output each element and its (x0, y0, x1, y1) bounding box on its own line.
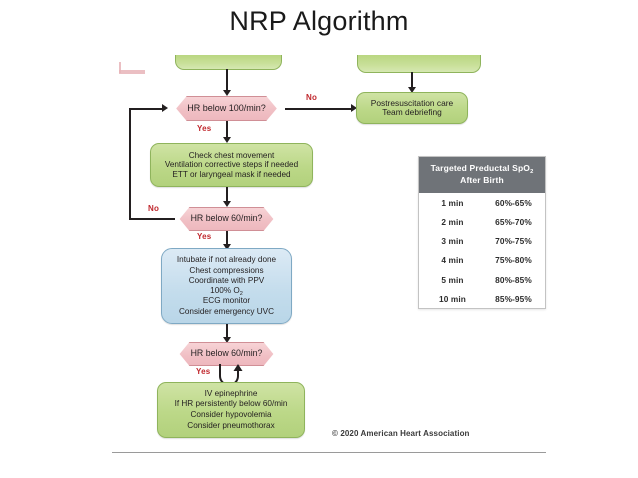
clipped-node-top-left (175, 55, 282, 70)
node-intubate-compressions[interactable]: Intubate if not already done Chest compr… (161, 248, 292, 324)
intubate-line-6: Consider emergency UVC (178, 306, 275, 316)
spo2-header-line-1: Targeted Preductal SpO (430, 163, 531, 173)
clipped-pink-fragment-horizontal (119, 70, 145, 74)
connector-chest-to-hr60-first (226, 187, 228, 202)
spo2-time-4: 4 min (441, 255, 464, 266)
clipped-node-top-right (357, 55, 481, 73)
epinephrine-line-2: If HR persistently below 60/min (174, 399, 288, 409)
epinephrine-line-1: IV epinephrine (204, 388, 258, 398)
edge-label-hr60-first-yes: Yes (197, 232, 212, 241)
connector-hr60-first-no-vertical (129, 107, 131, 220)
spo2-range-5: 80%-85% (495, 274, 532, 285)
spo2-time-5: 5 min (441, 274, 464, 285)
intubate-line-5: ECG monitor (202, 296, 251, 306)
edge-label-hr100-no: No (306, 93, 318, 102)
arrow-intubate-to-hr60-second (222, 337, 231, 343)
intubate-line-3: Coordinate with PPV (188, 275, 265, 285)
connector-hr60-first-yes (226, 231, 228, 245)
node-iv-epinephrine[interactable]: IV epinephrine If HR persistently below … (157, 382, 305, 438)
intubate-line-1: Intubate if not already done (176, 255, 277, 265)
connector-hr100-no (285, 107, 352, 110)
connector-hr100-yes (226, 121, 228, 138)
table-row: 1 min 60%-65% (419, 193, 545, 212)
table-row: 10 min 85%-95% (419, 289, 545, 308)
clipped-pink-fragment-vertical (119, 62, 121, 73)
connector-hr60-first-no-return (129, 107, 163, 110)
postresuscitation-line-1: Postresuscitation care (370, 97, 454, 108)
decision-hr-below-60-second-label: HR below 60/min? (190, 348, 263, 359)
edge-label-hr60-second-yes: Yes (196, 367, 211, 376)
decision-hr-below-60-first-label: HR below 60/min? (190, 213, 263, 224)
edge-label-hr100-yes: Yes (197, 124, 212, 133)
arrow-hr60-first-no-return (162, 103, 168, 112)
intubate-line-2: Chest compressions (189, 265, 264, 275)
decision-hr-below-100-label: HR below 100/min? (187, 103, 266, 114)
connector-topright-to-postresus (411, 72, 413, 88)
decision-hr-below-60-second[interactable]: HR below 60/min? (179, 342, 274, 366)
spo2-header-subscript: 2 (530, 168, 534, 175)
spo2-time-3: 3 min (441, 236, 464, 247)
decision-hr-below-60-first[interactable]: HR below 60/min? (179, 207, 274, 231)
page-title: NRP Algorithm (229, 6, 409, 36)
table-row: 4 min 75%-80% (419, 251, 545, 270)
table-row: 2 min 65%-70% (419, 212, 545, 231)
spo2-time-1: 1 min (441, 197, 464, 208)
connector-hr60-first-no-horizontal (129, 218, 175, 220)
table-row: 5 min 80%-85% (419, 270, 545, 289)
spo2-rows: 1 min 60%-65% 2 min 65%-70% 3 min 70%-75… (419, 193, 545, 308)
copyright-notice: © 2020 American Heart Association (332, 429, 470, 438)
spo2-range-3: 70%-75% (495, 236, 532, 247)
spo2-target-table: Targeted Preductal SpO2 After Birth 1 mi… (418, 156, 546, 310)
connector-topleft-to-hr100 (226, 69, 228, 91)
epinephrine-line-4: Consider pneumothorax (187, 420, 275, 430)
intubate-oxygen-subscript: 2 (239, 290, 243, 297)
intubate-oxygen-prefix: 100% O (210, 286, 240, 295)
arrow-hr100-no (351, 103, 357, 112)
arrow-topright-to-postresus (407, 87, 416, 93)
spo2-time-2: 2 min (441, 217, 464, 228)
arrow-topleft-to-hr100 (222, 90, 231, 96)
table-row: 3 min 70%-75% (419, 232, 545, 251)
check-chest-line-2: Ventilation corrective steps if needed (164, 160, 299, 170)
arrow-chest-to-hr60-first (222, 201, 231, 207)
edge-label-hr60-first-no: No (148, 204, 160, 213)
check-chest-line-1: Check chest movement (188, 151, 275, 161)
epinephrine-line-3: Consider hypovolemia (190, 410, 272, 419)
spo2-range-6: 85%-95% (495, 293, 532, 304)
spo2-range-4: 75%-80% (495, 255, 532, 266)
node-check-chest-movement[interactable]: Check chest movement Ventilation correct… (150, 143, 313, 187)
intubate-line-oxygen: 100% O2 (210, 286, 243, 297)
spo2-range-2: 65%-70% (495, 217, 532, 228)
node-postresuscitation-care[interactable]: Postresuscitation care Team debriefing (356, 92, 468, 124)
decision-hr-below-100[interactable]: HR below 100/min? (176, 96, 277, 121)
postresuscitation-line-2: Team debriefing (382, 107, 442, 117)
spo2-time-6: 10 min (439, 293, 466, 304)
spo2-table-header: Targeted Preductal SpO2 After Birth (419, 157, 545, 194)
footer-divider (112, 452, 546, 453)
arrow-hr100-yes (222, 137, 231, 143)
connector-intubate-to-hr60-second (226, 324, 228, 338)
spo2-header-line-2: After Birth (460, 174, 504, 185)
check-chest-line-3: ETT or laryngeal mask if needed (172, 169, 291, 179)
spo2-range-1: 60%-65% (495, 197, 532, 208)
arrow-hr60-first-yes (222, 244, 231, 250)
